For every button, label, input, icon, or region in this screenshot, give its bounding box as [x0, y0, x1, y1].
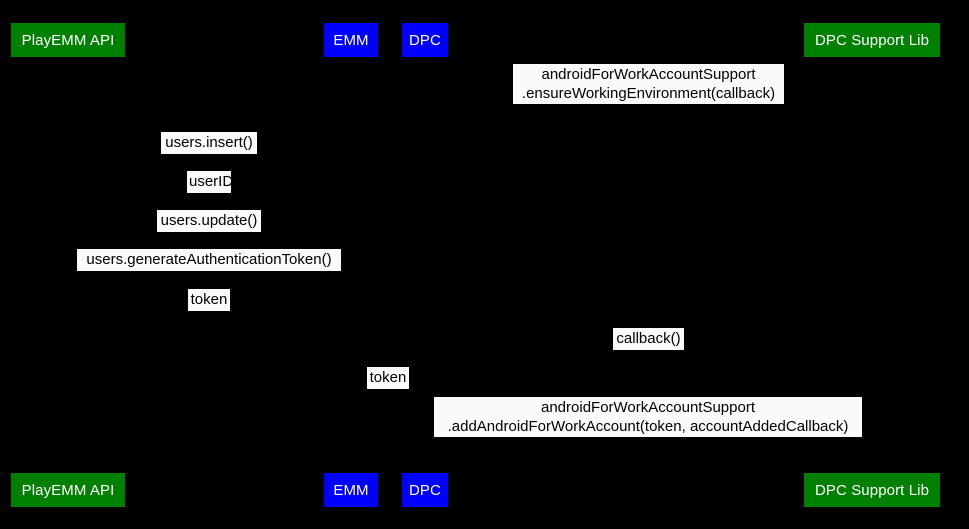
- message-label-callback: callback(): [613, 328, 684, 350]
- participant-label: PlayEMM API: [21, 31, 115, 49]
- message-label-ensure-working-environment: androidForWorkAccountSupport .ensureWork…: [513, 64, 784, 104]
- message-label-token-to-emm: token: [188, 289, 230, 311]
- message-label-users-update: users.update(): [157, 210, 261, 232]
- participant-emm-bottom[interactable]: EMM: [324, 473, 378, 507]
- message-label-users-insert: users.insert(): [161, 132, 257, 154]
- message-label-token-to-dpc: token: [367, 367, 409, 389]
- participant-playemm-api-bottom[interactable]: PlayEMM API: [11, 473, 125, 507]
- message-label-users-generate-authentication-token: users.generateAuthenticationToken(): [77, 249, 341, 271]
- participant-label: DPC: [409, 481, 441, 499]
- message-label-add-android-for-work-account: androidForWorkAccountSupport .addAndroid…: [434, 397, 862, 437]
- participant-dpc-top[interactable]: DPC: [402, 23, 448, 57]
- participant-label: DPC Support Lib: [814, 31, 930, 49]
- participant-label: EMM: [333, 31, 369, 49]
- participant-label: EMM: [333, 481, 369, 499]
- participant-dpc-support-lib-bottom[interactable]: DPC Support Lib: [804, 473, 940, 507]
- participant-dpc-support-lib-top[interactable]: DPC Support Lib: [804, 23, 940, 57]
- participant-label: DPC Support Lib: [814, 481, 930, 499]
- participant-emm-top[interactable]: EMM: [324, 23, 378, 57]
- participant-playemm-api-top[interactable]: PlayEMM API: [11, 23, 125, 57]
- participant-dpc-bottom[interactable]: DPC: [402, 473, 448, 507]
- message-label-user-id: userID: [187, 171, 233, 193]
- participant-label: PlayEMM API: [21, 481, 115, 499]
- participant-label: DPC: [409, 31, 441, 49]
